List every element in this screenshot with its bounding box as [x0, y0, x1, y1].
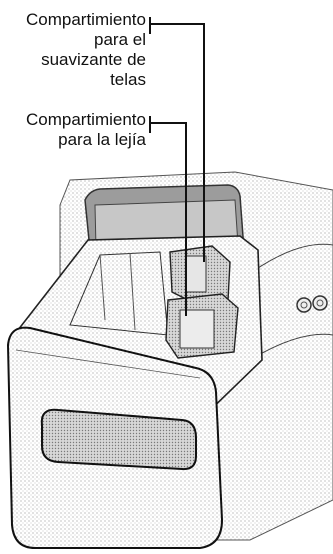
- drawer-front: [6, 326, 224, 549]
- softener-label-line: para el: [94, 30, 146, 49]
- softener-label-line: Compartimiento: [26, 10, 146, 29]
- softener-compartment-label: Compartimiento para el suavizante de tel…: [26, 10, 146, 90]
- bleach-compartment-label: Compartimiento para la lejía: [26, 110, 146, 150]
- control-knobs: [296, 295, 328, 313]
- callout-leaders: [149, 17, 205, 316]
- softener-label-line: telas: [110, 70, 146, 89]
- softener-leader-line: [149, 17, 205, 262]
- bleach-compartment-insert: [165, 293, 239, 359]
- drawer-handle: [40, 408, 197, 471]
- bleach-label-line: Compartimiento: [26, 110, 146, 129]
- bleach-leader-line: [149, 116, 187, 316]
- bleach-label-line: para la lejía: [58, 130, 146, 149]
- softener-label-line: suavizante de: [41, 50, 146, 69]
